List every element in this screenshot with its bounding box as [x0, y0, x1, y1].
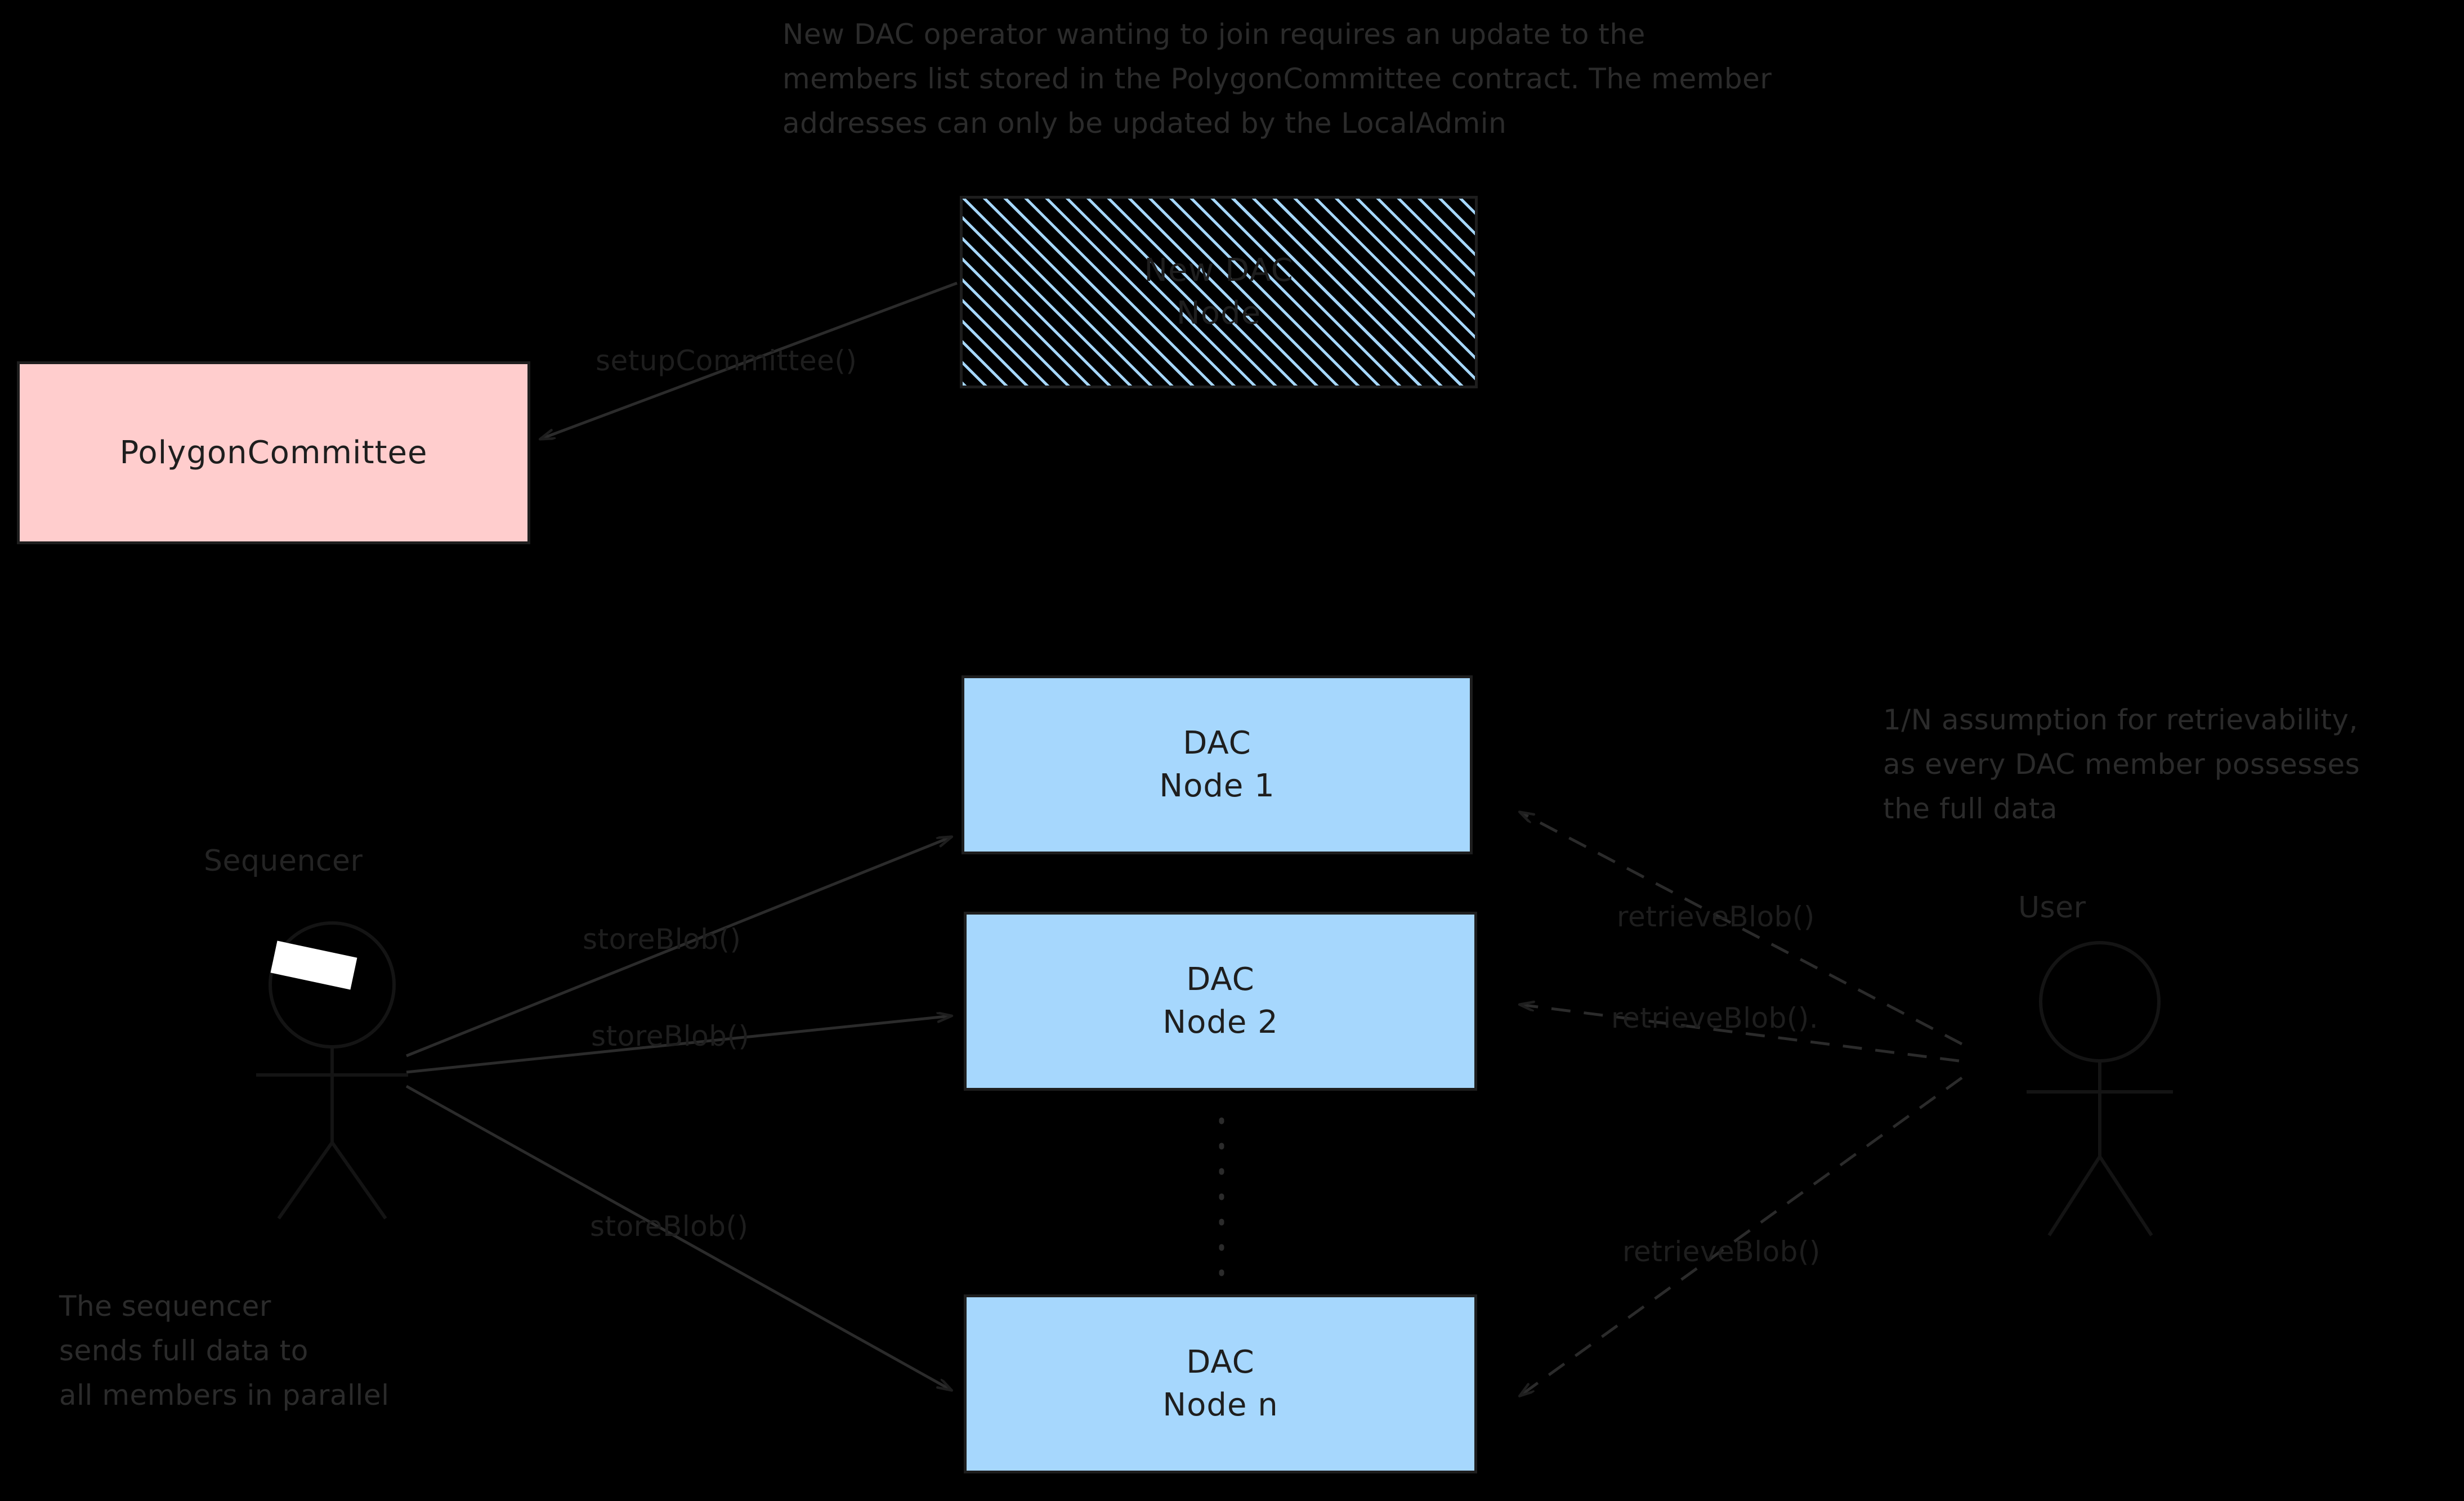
retrieve-blob-n-edge-label: retrieveBlob(): [1622, 1235, 1821, 1268]
sequencer-note: The sequencer sends full data to all mem…: [59, 1290, 390, 1412]
store-blob-1-edge-label: storeBlob(): [583, 923, 741, 956]
dac-node-1-label: DAC Node 1: [1159, 725, 1275, 804]
retrievability-note: 1/N assumption for retrievability, as ev…: [1883, 704, 2360, 825]
sequencer-actor-label: Sequencer: [204, 844, 363, 878]
new-dac-node-box[interactable]: New DAC Node: [960, 196, 1478, 388]
retrieve-blob-1-edge-label: retrieveBlob(): [1617, 900, 1815, 933]
dac-node-2-label: DAC Node 2: [1162, 961, 1278, 1041]
dac-node-2-box[interactable]: DAC Node 2: [964, 912, 1477, 1091]
store-blob-2-edge-label: storeBlob(): [591, 1020, 750, 1052]
dac-node-n-box[interactable]: DAC Node n: [964, 1294, 1477, 1473]
user-actor-label: User: [2018, 891, 2086, 925]
polygon-committee-label: PolygonCommittee: [119, 434, 428, 471]
retrieve-blob-2-edge-label: retrieveBlob().: [1611, 1002, 1819, 1034]
dac-node-1-box[interactable]: DAC Node 1: [962, 675, 1473, 854]
sequencer-figure: [256, 921, 408, 1220]
user-figure: [2027, 941, 2173, 1236]
dac-node-n-label: DAC Node n: [1162, 1344, 1278, 1423]
new-dac-operator-note: New DAC operator wanting to join require…: [782, 18, 1772, 140]
polygon-committee-box[interactable]: PolygonCommittee: [17, 361, 530, 544]
store-blob-n-edge-label: storeBlob(): [590, 1210, 749, 1243]
new-dac-node-label: New DAC Node: [1144, 252, 1294, 331]
setup-committee-edge-label: setupCommittee(): [596, 344, 857, 377]
